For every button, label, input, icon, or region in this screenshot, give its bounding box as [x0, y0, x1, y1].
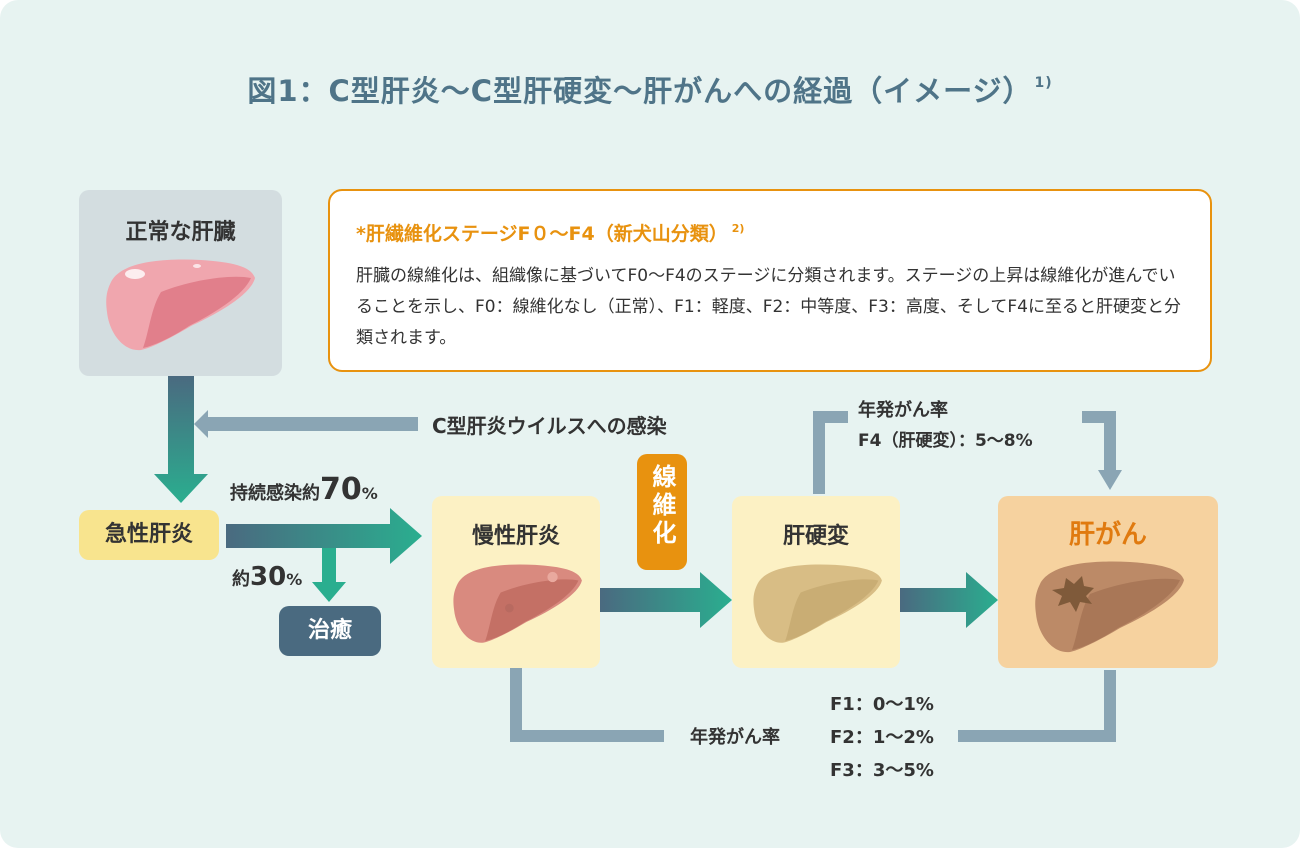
info-box-body: 肝臓の線維化は、組織像に基づいてF0〜F4のステージに分類されます。ステージの上…	[356, 266, 1181, 348]
cancer-liver-icon	[1035, 561, 1184, 653]
chronic-hepatitis-label: 慢性肝炎	[471, 524, 560, 549]
chronic-to-cirrhosis-arrow	[600, 572, 732, 628]
cure-label: 治癒	[307, 618, 352, 643]
fibrosis-label: 線維化	[648, 464, 676, 548]
fibrosis-stage-info-box: *肝繊維化ステージF０〜F4（新犬山分類）2) 肝臓の線維化は、組織像に基づいて…	[328, 189, 1212, 372]
chronic-rate-f1: F1：0〜1%	[830, 694, 934, 715]
chronic-liver-icon	[453, 564, 582, 643]
normal-liver-icon	[106, 259, 255, 351]
normal-liver-label: 正常な肝臓	[125, 220, 236, 245]
cirrhosis-rate-connector-right	[1082, 411, 1116, 472]
chronic-rate-title: 年発がん率	[690, 727, 780, 748]
cirrhosis-liver-icon	[753, 564, 882, 643]
acute-hepatitis-label: 急性肝炎	[104, 522, 193, 547]
cirrhosis-to-cancer-arrow	[900, 572, 998, 628]
chronic-hepatitis-box: 慢性肝炎	[432, 496, 600, 668]
normal-to-acute-arrow	[154, 376, 208, 503]
infection-arrow	[194, 410, 418, 438]
cure-box: 治癒	[279, 606, 381, 656]
persistent-infection-label: 持続感染約70%	[230, 472, 378, 507]
cure-arrow	[312, 548, 346, 602]
liver-cancer-label: 肝がん	[1068, 520, 1147, 550]
chronic-rate-f3: F3：3〜5%	[830, 760, 934, 781]
persistent-arrow	[226, 508, 422, 564]
cirrhosis-rate-title: 年発がん率	[858, 400, 948, 421]
info-box-title: *肝繊維化ステージF０〜F4（新犬山分類）2)	[356, 222, 745, 245]
cirrhosis-rate-value: F4（肝硬変）：5〜8%	[858, 431, 1033, 451]
diagram-title: 図1：C型肝炎〜C型肝硬変〜肝がんへの経過（イメージ）1)	[247, 74, 1053, 108]
cirrhosis-rate-arrowhead	[1098, 470, 1122, 490]
chronic-rate-connector-left	[510, 668, 664, 742]
persistent-infection-value: 70	[320, 472, 362, 507]
cure-rate-value: 30	[250, 562, 287, 592]
cirrhosis-box: 肝硬変	[732, 496, 900, 668]
chronic-rate-f2: F2：1〜2%	[830, 727, 934, 748]
cirrhosis-label: 肝硬変	[782, 524, 849, 549]
normal-liver-box: 正常な肝臓	[79, 190, 282, 376]
infection-label: C型肝炎ウイルスへの感染	[432, 414, 667, 438]
acute-hepatitis-box: 急性肝炎	[79, 510, 219, 560]
fibrosis-tag: 線維化	[637, 454, 687, 570]
cure-rate-label: 約30%	[232, 562, 303, 592]
chronic-rate-connector-right	[958, 670, 1116, 742]
cirrhosis-rate-connector	[813, 411, 848, 494]
liver-cancer-box: 肝がん	[998, 496, 1218, 668]
